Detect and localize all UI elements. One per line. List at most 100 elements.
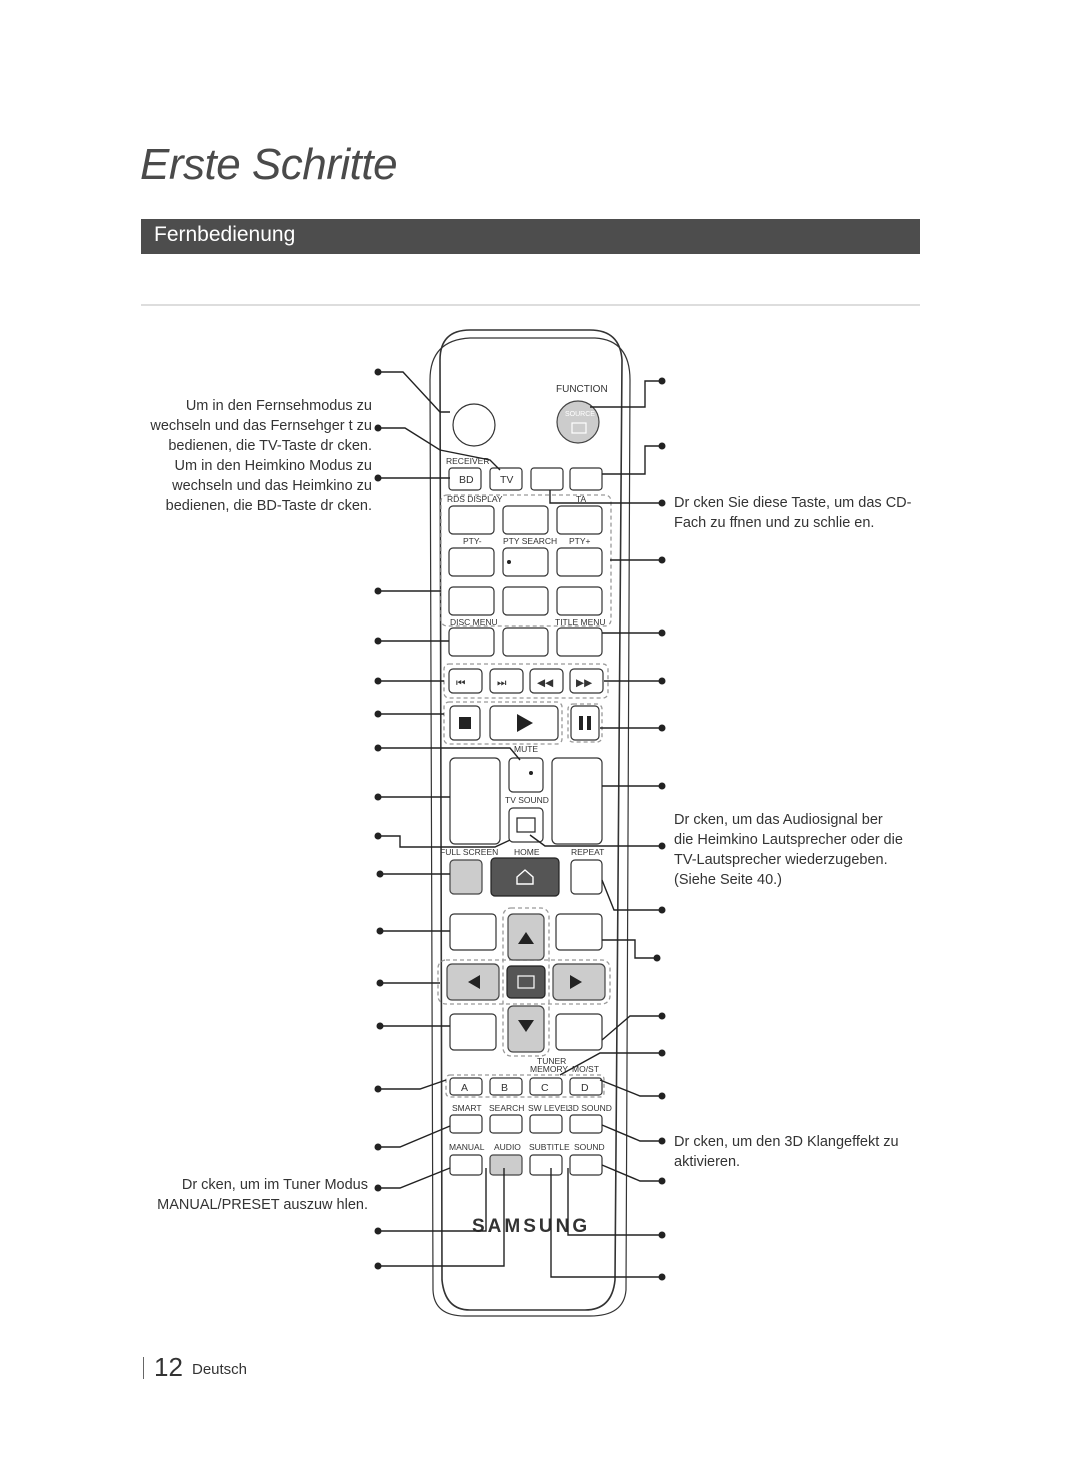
pty-plus-label: PTY+ bbox=[569, 536, 591, 546]
subtitle-button bbox=[529, 1154, 563, 1176]
tv-sound-button bbox=[508, 807, 544, 843]
mute-label: MUTE bbox=[514, 744, 538, 754]
bd-button bbox=[448, 467, 482, 491]
source-label: SOURCE bbox=[565, 411, 595, 418]
section-title: Fernbedienung bbox=[154, 223, 296, 246]
c-button bbox=[529, 1077, 563, 1096]
cd-tray-description: Dr cken Sie diese Taste, um das CD- Fach… bbox=[674, 495, 912, 531]
next-icon: ⏭ bbox=[497, 677, 507, 689]
home-label: HOME bbox=[514, 847, 540, 857]
info-button bbox=[555, 913, 603, 951]
b-button bbox=[489, 1077, 523, 1096]
a-button bbox=[449, 1077, 483, 1096]
tools-button bbox=[449, 913, 497, 951]
num-button-5 bbox=[502, 547, 549, 577]
num-button-6 bbox=[556, 547, 603, 577]
enter-icon bbox=[517, 975, 535, 989]
tv-mode-description: Um in den Fernsehmodus zu wechseln und d… bbox=[150, 398, 372, 454]
exit-button bbox=[555, 1013, 603, 1051]
3d-sound-label: 3D SOUND bbox=[568, 1103, 612, 1113]
function-label: FUNCTION bbox=[556, 384, 608, 395]
down-icon bbox=[518, 1020, 534, 1032]
prev-button bbox=[448, 668, 483, 694]
mute-button bbox=[508, 757, 544, 793]
home-button bbox=[490, 857, 560, 897]
num-button-2 bbox=[502, 505, 549, 535]
samsung-logo: SAMSUNG bbox=[472, 1216, 590, 1237]
d-label: D bbox=[581, 1082, 589, 1094]
pause-icon bbox=[587, 716, 591, 730]
num-button-8 bbox=[502, 586, 549, 616]
subtitle-label: SUBTITLE bbox=[529, 1142, 570, 1152]
home-icon bbox=[516, 869, 534, 885]
button-3 bbox=[530, 467, 564, 491]
full-screen-label: FULL SCREEN bbox=[440, 847, 498, 857]
full-screen-button bbox=[449, 859, 483, 895]
eject-button bbox=[569, 467, 603, 491]
repeat-button bbox=[570, 859, 603, 895]
up-icon bbox=[518, 932, 534, 944]
left-callouts bbox=[374, 368, 521, 1270]
d-button bbox=[569, 1077, 603, 1096]
sw-level-button bbox=[529, 1114, 563, 1134]
tuner-label: TUNER bbox=[537, 1056, 566, 1066]
b-label: B bbox=[501, 1082, 508, 1094]
sound-button bbox=[569, 1154, 603, 1176]
right-callouts bbox=[529, 377, 666, 1281]
page-number: 12 bbox=[154, 1352, 183, 1382]
num-button-3 bbox=[556, 505, 603, 535]
volume-rocker bbox=[449, 757, 501, 845]
tv-sound-description: Dr cken, um das Audiosignal ber die Heim… bbox=[674, 812, 903, 888]
rewind-icon: ◀◀ bbox=[537, 677, 554, 689]
audio-label: AUDIO bbox=[494, 1142, 521, 1152]
pty-minus-label: PTY- bbox=[463, 536, 482, 546]
3d-sound-button bbox=[569, 1114, 603, 1134]
stop-icon bbox=[459, 717, 471, 729]
audio-button bbox=[489, 1154, 523, 1176]
section-header-bar bbox=[141, 219, 920, 254]
smart-button bbox=[449, 1114, 483, 1134]
smart-label: SMART bbox=[452, 1103, 482, 1113]
page-language: Deutsch bbox=[192, 1361, 248, 1378]
rewind-button bbox=[529, 668, 564, 694]
ta-label: TA bbox=[576, 494, 587, 504]
tuner-mode-description: Dr cken, um im Tuner Modus MANUAL/PRESET… bbox=[157, 1177, 368, 1213]
search-label: SEARCH bbox=[489, 1103, 524, 1113]
fastforward-icon: ▶▶ bbox=[576, 677, 593, 689]
disc-menu-label: DISC MENU bbox=[450, 617, 498, 627]
left-icon bbox=[468, 975, 480, 989]
a-label: A bbox=[461, 1082, 468, 1094]
pause-button bbox=[570, 705, 600, 741]
right-icon bbox=[570, 975, 582, 989]
fastforward-button bbox=[569, 668, 604, 694]
num-button-0 bbox=[502, 627, 549, 657]
source-button bbox=[556, 400, 600, 444]
title-menu-label: TITLE MENU bbox=[555, 617, 606, 627]
3d-sound-description: Dr cken, um den 3D Klangeffekt zu aktivi… bbox=[674, 1134, 899, 1170]
bd-mode-description: Um in den Heimkino Modus zu wechseln und… bbox=[165, 458, 372, 514]
repeat-label: REPEAT bbox=[571, 847, 604, 857]
page-title: Erste Schritte bbox=[140, 140, 398, 189]
bd-label: BD bbox=[459, 474, 474, 486]
footer-bar bbox=[143, 1357, 144, 1379]
tv-icon bbox=[516, 817, 536, 833]
search-button bbox=[489, 1114, 523, 1134]
disc-menu-button bbox=[448, 627, 495, 657]
pty-search-label: PTY SEARCH bbox=[503, 536, 557, 546]
sw-level-label: SW LEVEL bbox=[528, 1103, 571, 1113]
enter-button bbox=[506, 965, 546, 999]
source-icon bbox=[571, 422, 587, 434]
divider bbox=[141, 304, 920, 306]
rds-display-label: RDS DISPLAY bbox=[447, 494, 503, 504]
tuning-rocker bbox=[551, 757, 603, 845]
num-button-9 bbox=[556, 586, 603, 616]
power-button bbox=[452, 403, 496, 447]
manual-button bbox=[449, 1154, 483, 1176]
num-button-7 bbox=[448, 586, 495, 616]
mo-st-label: MO/ST bbox=[572, 1064, 599, 1074]
sound-label: SOUND bbox=[574, 1142, 605, 1152]
tv-sound-label: TV SOUND bbox=[505, 795, 549, 805]
manual-label: MANUAL bbox=[449, 1142, 485, 1152]
prev-icon: ⏮ bbox=[456, 677, 466, 689]
